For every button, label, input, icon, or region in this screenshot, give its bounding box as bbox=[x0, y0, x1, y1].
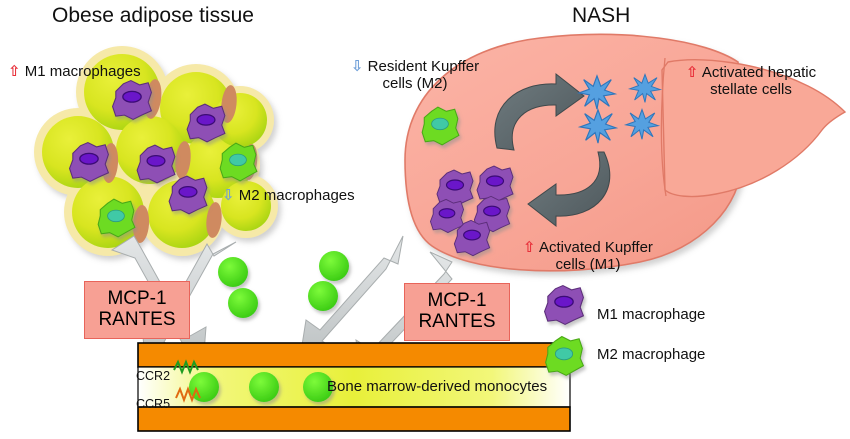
liver-m2-macrophage bbox=[421, 106, 460, 146]
chemokine-left-line2: RANTES bbox=[98, 309, 176, 331]
decrease-arrow-icon: ⇩ bbox=[222, 187, 235, 204]
legend-label-m1: M1 macrophage bbox=[597, 306, 706, 323]
liver-m1-macrophages bbox=[429, 165, 514, 257]
increase-arrow-icon: ⇧ bbox=[523, 239, 536, 256]
monocyte bbox=[249, 372, 279, 402]
legend-label-m2: M2 macrophage bbox=[597, 346, 706, 363]
receptor-label-ccr2: CCR2 bbox=[136, 369, 171, 383]
monocyte bbox=[228, 288, 258, 318]
vessel-caption: Bone marrow-derived monocytes bbox=[327, 378, 548, 395]
legend-m1-icon bbox=[543, 284, 585, 326]
page-title-nash: NASH bbox=[572, 4, 631, 27]
liver-cycle-arrows bbox=[494, 72, 611, 228]
chemokine-box-right: MCP-1 RANTES bbox=[404, 283, 510, 341]
legend-glyphs bbox=[543, 284, 585, 377]
label-resident-kupffer-line1: Resident Kupffer bbox=[367, 58, 480, 75]
free-monocytes bbox=[218, 251, 349, 318]
chemokine-left-line1: MCP-1 bbox=[107, 288, 167, 309]
increase-arrow-icon: ⇧ bbox=[8, 63, 21, 80]
label-resident-kupffer: ⇩ Resident Kupffer cells (M2) bbox=[330, 58, 500, 93]
adipose-m1-macrophages bbox=[68, 79, 226, 215]
hepatic-stellate-cells bbox=[576, 72, 663, 144]
page-title-adipose: Obese adipose tissue bbox=[52, 4, 254, 27]
ccr5-receptor-icon bbox=[175, 386, 201, 403]
blood-vessel bbox=[137, 342, 571, 432]
label-m2-macrophages-text: M2 macrophages bbox=[238, 187, 355, 204]
monocyte bbox=[303, 372, 333, 402]
monocyte bbox=[308, 281, 338, 311]
decrease-arrow-icon: ⇩ bbox=[350, 58, 364, 75]
label-activated-kupffer: ⇧ Activated Kupffer cells (M1) bbox=[500, 239, 676, 274]
chemokine-right-line2: RANTES bbox=[418, 311, 496, 333]
chemokine-box-left: MCP-1 RANTES bbox=[84, 281, 190, 339]
chemokine-right-line1: MCP-1 bbox=[427, 290, 487, 311]
legend-m2-icon bbox=[545, 335, 585, 377]
ccr2-receptor-icon bbox=[173, 359, 199, 375]
increase-arrow-icon: ⇧ bbox=[685, 64, 699, 81]
label-activated-kupffer-line1: Activated Kupffer bbox=[538, 239, 653, 256]
lumen-monocytes bbox=[189, 372, 333, 402]
label-m1-macrophages: ⇧ M1 macrophages bbox=[8, 63, 141, 80]
label-activated-stellate: ⇧ Activated hepatic stellate cells bbox=[662, 64, 840, 99]
label-activated-stellate-line1: Activated hepatic bbox=[701, 64, 817, 81]
label-m1-macrophages-text: M1 macrophages bbox=[24, 63, 141, 80]
label-m2-macrophages: ⇩ M2 macrophages bbox=[222, 187, 355, 204]
receptor-label-ccr5: CCR5 bbox=[136, 397, 171, 411]
monocyte bbox=[319, 251, 349, 281]
adipose-m2-macrophages bbox=[97, 142, 258, 238]
monocyte bbox=[218, 257, 248, 287]
label-activated-stellate-line2: stellate cells bbox=[710, 81, 792, 99]
label-resident-kupffer-line2: cells (M2) bbox=[382, 75, 448, 93]
monocyte bbox=[189, 372, 219, 402]
adipose-tissue-cluster bbox=[34, 46, 278, 256]
label-activated-kupffer-line2: cells (M1) bbox=[555, 256, 621, 274]
arrow-vessel-to-liver bbox=[299, 235, 404, 359]
